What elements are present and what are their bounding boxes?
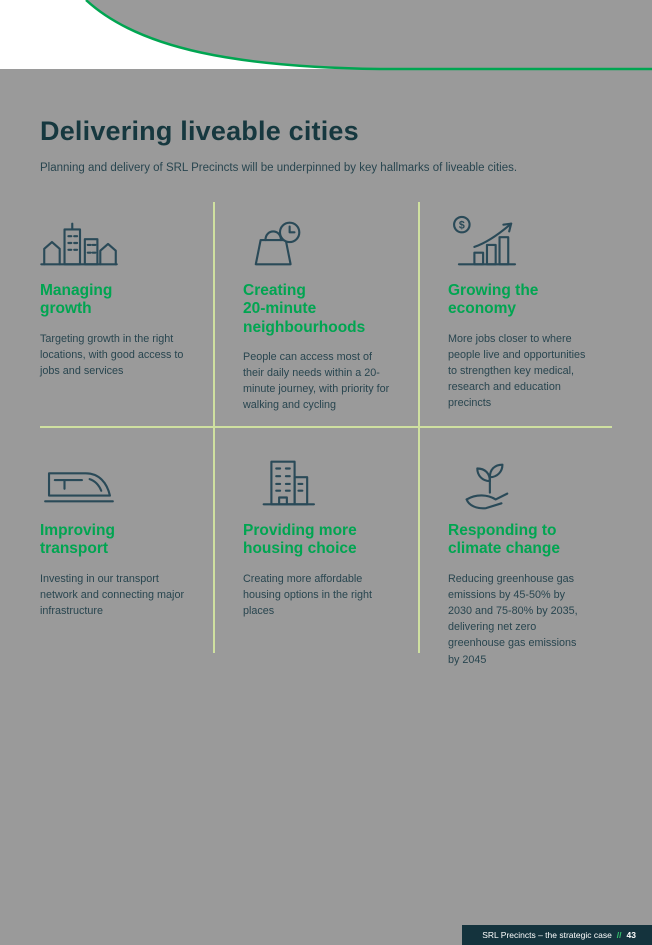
card-body: People can access most of their daily ne… [243,350,390,412]
card-body: Investing in our transport network and c… [40,572,185,617]
hallmarks-grid: Managing growth Targeting growth in the … [40,202,612,666]
card-title: Growing the economy [448,282,539,318]
page-title: Delivering liveable cities [40,116,359,146]
svg-text:$: $ [459,220,465,232]
top-curve-decoration [0,0,652,71]
card-title: Responding to climate change [448,522,560,558]
card-title: Providing more housing choice [243,522,357,558]
corner-wedge-shape [0,0,380,69]
card-title: Improving transport [40,522,115,558]
card-body: Creating more affordable housing options… [243,572,373,617]
card-20-minute-neighbourhoods: Creating 20-minute neighbourhoods People… [215,202,420,428]
economy-chart-icon: $ [453,215,517,266]
icon-wrap: $ [448,208,588,272]
icon-wrap [243,208,394,272]
hand-plant-icon [465,463,509,510]
green-curve-line [85,0,652,71]
housing-icon [262,460,315,506]
intro-text: Planning and delivery of SRL Precincts w… [40,162,518,174]
icon-wrap [40,208,189,272]
card-body: Reducing greenhouse gas emissions by 45-… [448,572,578,666]
card-managing-growth: Managing growth Targeting growth in the … [40,202,215,428]
footer-divider: // [616,930,622,940]
footer-document-label: SRL Precincts – the strategic case [482,930,612,940]
card-improving-transport: Improving transport Investing in our tra… [40,428,215,653]
card-body: Targeting growth in the right locations,… [40,332,184,377]
card-climate-change: Responding to climate change Reducing gr… [420,428,612,666]
bag-clock-icon [254,221,301,266]
card-housing-choice: Providing more housing choice Creating m… [215,428,420,653]
city-growth-icon [40,222,118,266]
icon-wrap [448,448,588,512]
train-icon [44,472,114,503]
card-title: Creating 20-minute neighbourhoods [243,282,366,336]
icon-wrap [243,448,394,512]
card-body: More jobs closer to where people live an… [448,332,586,410]
card-growing-economy: $ Growing the economy More jobs closer t… [420,202,612,428]
card-title: Managing growth [40,282,113,318]
footer-bar: SRL Precincts – the strategic case // 43 [462,925,652,945]
footer-page-number: 43 [626,930,636,940]
icon-wrap [40,448,189,512]
